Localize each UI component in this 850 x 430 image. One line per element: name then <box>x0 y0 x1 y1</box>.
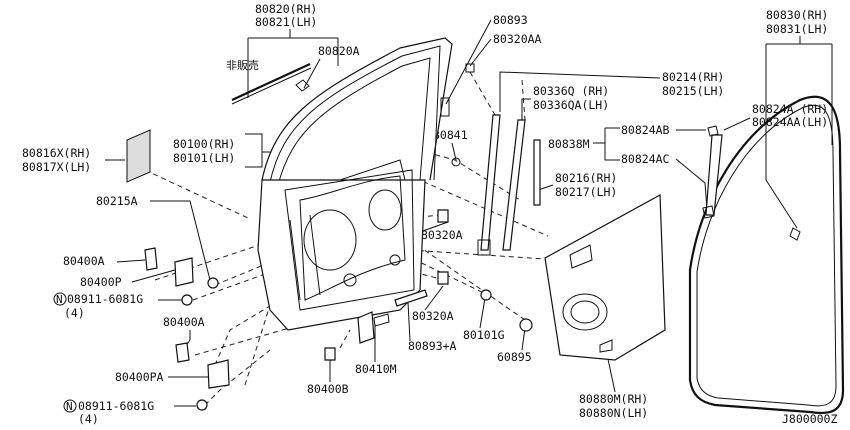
label-80400pa: 80400PA <box>115 370 164 384</box>
label-80817x: 80817X(LH) <box>22 160 91 174</box>
part-80816x <box>126 129 151 183</box>
label-80824a: 80824A (RH) <box>752 102 828 116</box>
label-80214: 80214(RH) <box>662 70 724 84</box>
window-moulding-80820 <box>231 63 312 105</box>
label-80880m: 80880M(RH) <box>579 392 648 406</box>
label-80101: 80101(LH) <box>173 151 235 165</box>
label-80820: 80820(RH) <box>255 2 317 16</box>
label-80400b: 80400B <box>307 382 349 396</box>
label-bolt-upper-qty: (4) <box>64 306 85 320</box>
label-80336q: 80336Q (RH) <box>533 84 609 98</box>
label-bolt-upper: 08911-6081G <box>67 292 143 306</box>
label-80830: 80830(RH) <box>766 8 828 22</box>
label-80320aa: 80320AA <box>493 32 542 46</box>
label-80841: 80841 <box>433 128 468 142</box>
label-80320a-upper: 80320A <box>421 228 463 242</box>
drawing-number: J800000Z <box>782 412 837 425</box>
label-bolt-lower: 08911-6081G <box>78 399 154 413</box>
label-80880n: 80880N(LH) <box>579 406 648 420</box>
label-80838m: 80838M <box>548 137 590 151</box>
label-60895: 60895 <box>497 350 532 364</box>
label-80893a: 80893+A <box>408 339 457 353</box>
label-80215a: 80215A <box>96 194 138 208</box>
label-80893: 80893 <box>493 13 528 27</box>
door-trim-80880 <box>544 194 666 361</box>
label-not-sold: 非販売 <box>226 59 259 72</box>
label-80821: 80821(LH) <box>255 15 317 29</box>
label-80824ac: 80824AC <box>621 152 670 166</box>
label-80824aa: 80824AA(LH) <box>752 115 828 129</box>
nut-symbol-lower: N <box>66 400 73 413</box>
label-80400p: 80400P <box>80 275 122 289</box>
label-80816x: 80816X(RH) <box>22 146 91 160</box>
label-80820a: 80820A <box>318 44 360 58</box>
label-80400a-lower: 80400A <box>163 315 205 329</box>
label-80215: 80215(LH) <box>662 84 724 98</box>
weatherstrip-80830 <box>688 95 845 415</box>
nut-symbol-upper: N <box>56 293 63 306</box>
label-80217: 80217(LH) <box>555 185 617 199</box>
label-bolt-lower-qty: (4) <box>78 412 99 425</box>
nut-symbol-circle-lower <box>63 399 77 413</box>
label-80100: 80100(RH) <box>173 137 235 151</box>
label-80831: 80831(LH) <box>766 22 828 36</box>
label-80101g: 80101G <box>463 328 505 342</box>
label-80320a-lower: 80320A <box>412 309 454 323</box>
nut-symbol-circle-upper <box>53 292 67 306</box>
label-80824ab: 80824AB <box>621 123 670 137</box>
label-80216: 80216(RH) <box>555 171 617 185</box>
glass-runs-and-channels <box>440 63 723 256</box>
door-shell-80100 <box>257 37 453 331</box>
label-80410m: 80410M <box>355 362 397 376</box>
label-80400a-upper: 80400A <box>63 254 105 268</box>
label-80336qa: 80336QA(LH) <box>533 98 609 112</box>
fittings <box>126 129 533 411</box>
